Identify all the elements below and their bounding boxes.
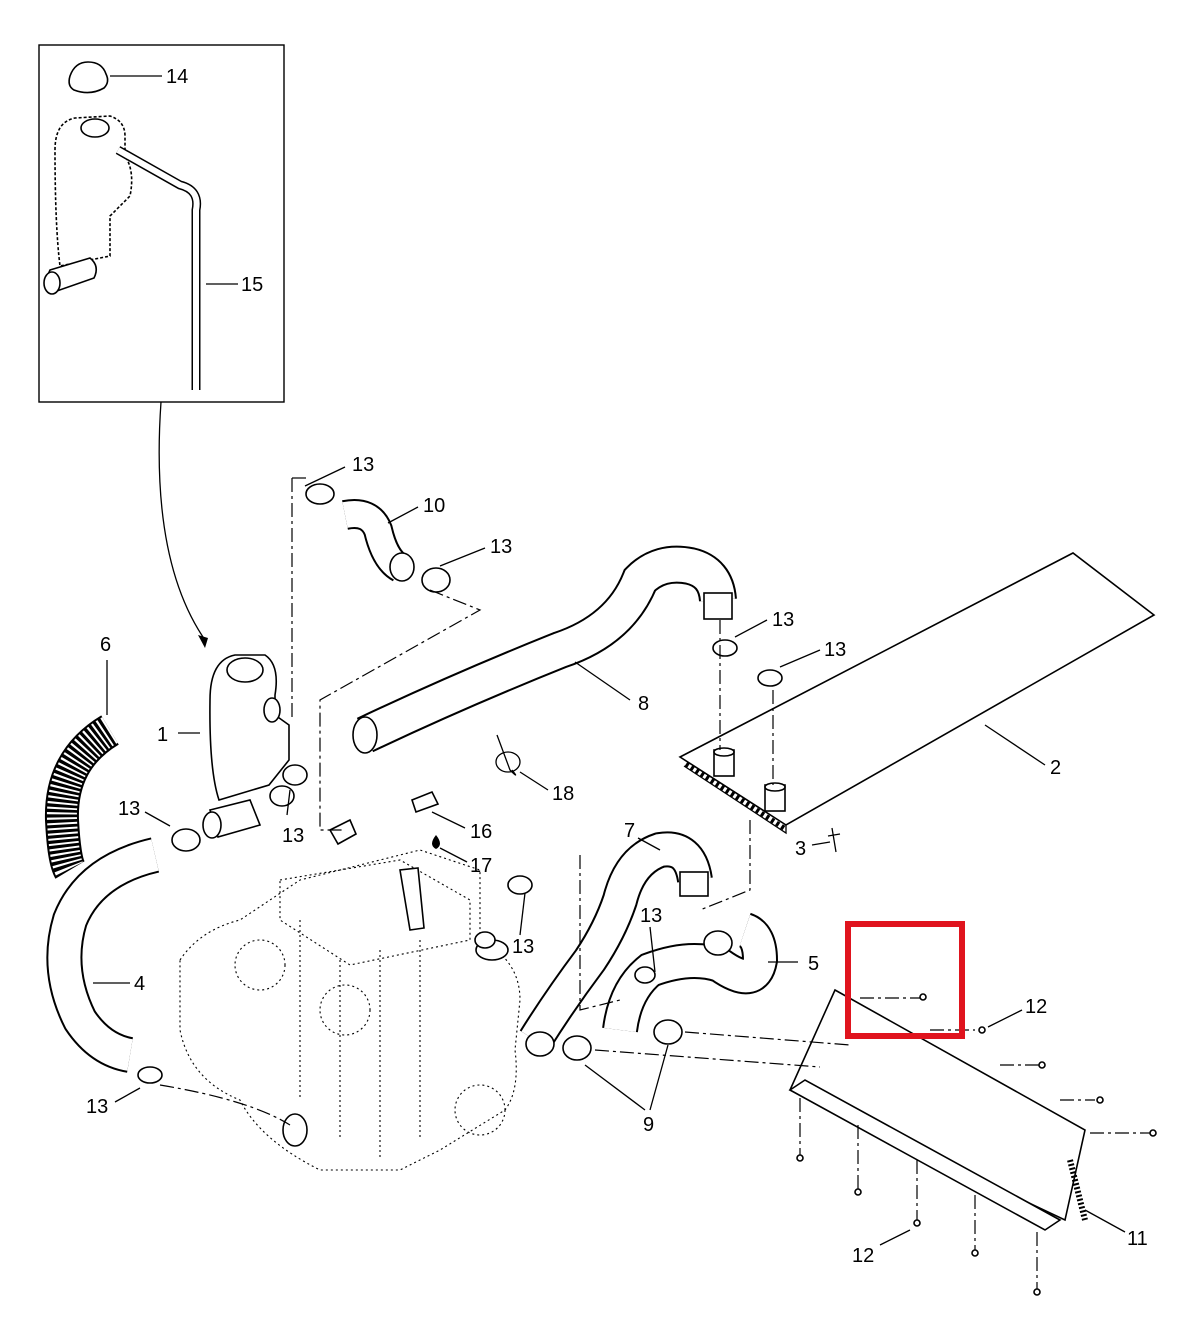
bolts-12 [796,993,1157,1296]
hose-4 [46,837,160,1073]
highlight-box [845,921,965,1039]
hose-clamps-13 [137,639,783,1084]
hose-6-corrugated [44,715,120,879]
callout-18: 18 [552,783,574,805]
callout-6: 6 [100,634,111,656]
reservoir-1 [171,654,295,852]
callout-13-i: 13 [86,1096,108,1118]
routing-lines [159,477,1150,1290]
inset-pointer-arrow [158,401,208,648]
callout-labels: 14 15 13 10 13 13 13 6 8 1 2 18 13 13 16… [86,66,1148,1267]
leader-lines [93,466,1126,1246]
callout-10: 10 [423,495,445,517]
heat-exchanger-plate [678,552,1156,835]
callout-13-g: 13 [640,905,662,927]
hose-8 [352,545,737,754]
callout-1: 1 [157,724,168,746]
callout-13-f: 13 [282,825,304,847]
callout-2: 2 [1050,757,1061,779]
callout-8: 8 [638,693,649,715]
hose-10 [305,483,451,593]
callout-5: 5 [808,953,819,975]
callout-3: 3 [795,838,806,860]
callout-11: 11 [1127,1228,1148,1250]
callout-12-a: 12 [1025,996,1047,1018]
callout-12-b: 12 [852,1245,874,1267]
callout-4: 4 [134,973,145,995]
sensor-16 [411,790,440,814]
callout-13-c: 13 [772,609,794,631]
callout-16: 16 [470,821,492,843]
callout-15: 15 [241,274,263,296]
callout-14: 14 [166,66,188,88]
callout-17: 17 [470,855,492,877]
callout-13-d: 13 [824,639,846,661]
hose-7 [519,831,713,1057]
heat-exchanger-11 [788,988,1088,1231]
drop-17 [432,835,440,849]
callout-13-b: 13 [490,536,512,558]
callout-13-e: 13 [118,798,140,820]
tie-18 [495,734,521,776]
hose-5 [602,912,779,1033]
callout-7: 7 [624,820,635,842]
engine-block [179,818,521,1171]
callout-13-h: 13 [512,936,534,958]
bolt-3 [827,827,841,853]
callout-9: 9 [643,1114,654,1136]
callout-13-a: 13 [352,454,374,476]
inset-reservoir-detail [38,44,285,403]
